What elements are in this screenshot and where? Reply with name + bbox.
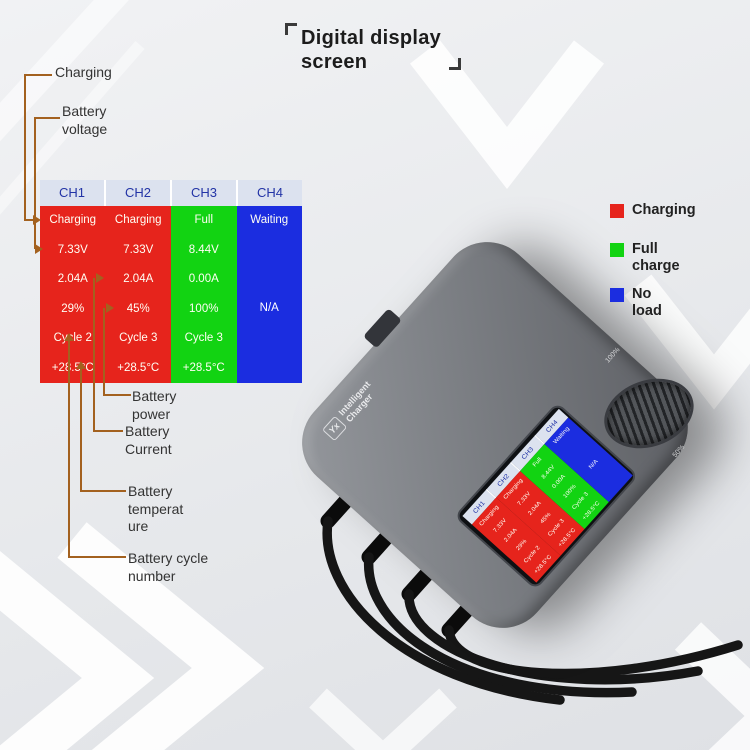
ch4-status: Waiting xyxy=(250,214,289,226)
ch2-current: 2.04A xyxy=(123,273,154,285)
page-title: Digital display screen xyxy=(301,27,442,73)
connector-line xyxy=(103,308,105,396)
brand-text: Intelligent Charger xyxy=(336,379,375,425)
connector-line xyxy=(68,340,70,558)
brand-logo-icon: Yx xyxy=(321,415,348,442)
label-battery-voltage: Battery voltage xyxy=(62,103,108,137)
connector-line xyxy=(34,117,60,119)
ch1-current: 2.04A xyxy=(57,273,88,285)
connector-arrow-icon xyxy=(76,361,86,369)
legend-label: No load xyxy=(632,286,662,320)
ch4-na: N/A xyxy=(259,302,279,314)
header-ch3: CH3 xyxy=(172,180,238,206)
legend-label: Full charge xyxy=(632,241,680,275)
title-bracket-left-icon xyxy=(285,23,297,35)
connector-line xyxy=(24,74,52,76)
legend-swatch-no-load xyxy=(610,288,624,302)
display-column-ch3: Full 8.44V 0.00A 100% Cycle 3 +28.5°C xyxy=(171,206,237,383)
display-header-row: CH1 CH2 CH3 CH4 xyxy=(40,180,302,206)
connector-arrow-icon xyxy=(35,244,43,254)
title-bracket-right-icon xyxy=(449,58,461,70)
legend-item-no-load: No load xyxy=(610,286,662,321)
connector-arrow-icon xyxy=(96,273,104,283)
connector-line xyxy=(68,556,126,558)
connector-line xyxy=(24,74,26,220)
connector-line xyxy=(93,430,123,432)
header-ch2: CH2 xyxy=(106,180,172,206)
header-ch4: CH4 xyxy=(238,180,302,206)
display-table: CH1 CH2 CH3 CH4 Charging 7.33V 2.04A 29%… xyxy=(40,180,302,383)
connector-line xyxy=(34,117,36,249)
ch2-power: 45% xyxy=(126,302,150,315)
display-column-ch1: Charging 7.33V 2.04A 29% Cycle 2 +28.5°C xyxy=(40,206,106,383)
ch2-voltage: 7.33V xyxy=(123,243,154,256)
display-column-ch2: Charging 7.33V 2.04A 45% Cycle 3 +28.5°C xyxy=(105,206,171,383)
label-charging: Charging xyxy=(55,64,112,80)
connector-arrow-icon xyxy=(33,215,41,225)
ch1-temperature: +28.5°C xyxy=(51,361,94,374)
connector-line xyxy=(103,394,131,396)
legend-item-full-charge: Full charge xyxy=(610,241,680,276)
ch2-temperature: +28.5°C xyxy=(117,361,160,374)
ch3-power: 100% xyxy=(189,302,219,315)
ch1-voltage: 7.33V xyxy=(57,243,88,256)
legend-label: Charging xyxy=(632,202,696,218)
ch1-power: 29% xyxy=(61,302,85,315)
legend-item-charging: Charging xyxy=(610,202,696,219)
label-battery-temperature: Battery temperat ure xyxy=(128,483,184,534)
ch3-status: Full xyxy=(194,214,214,226)
connector-line xyxy=(93,278,95,432)
ch3-voltage: 8.44V xyxy=(188,243,219,256)
ch2-cycle: Cycle 3 xyxy=(119,332,158,344)
connector-arrow-icon xyxy=(106,303,114,313)
ch3-cycle: Cycle 3 xyxy=(184,332,223,344)
ch1-status: Charging xyxy=(49,214,97,226)
ch3-current: 0.00A xyxy=(188,273,219,285)
mini-cell: N/A xyxy=(587,458,600,471)
header-ch1: CH1 xyxy=(40,180,106,206)
label-battery-current: Battery Current xyxy=(125,423,172,457)
legend-swatch-charging xyxy=(610,204,624,218)
cable-wires xyxy=(322,516,743,705)
display-column-ch4: Waiting N/A xyxy=(236,206,302,383)
connector-arrow-icon xyxy=(64,333,74,341)
ch2-status: Charging xyxy=(114,214,162,226)
legend-swatch-full-charge xyxy=(610,243,624,257)
label-battery-power: Battery power xyxy=(132,388,177,422)
ch3-temperature: +28.5°C xyxy=(182,361,225,374)
connector-line xyxy=(80,490,126,492)
connector-line xyxy=(80,368,82,492)
label-battery-cycle-number: Battery cycle number xyxy=(128,550,209,584)
connector-line xyxy=(24,219,34,221)
